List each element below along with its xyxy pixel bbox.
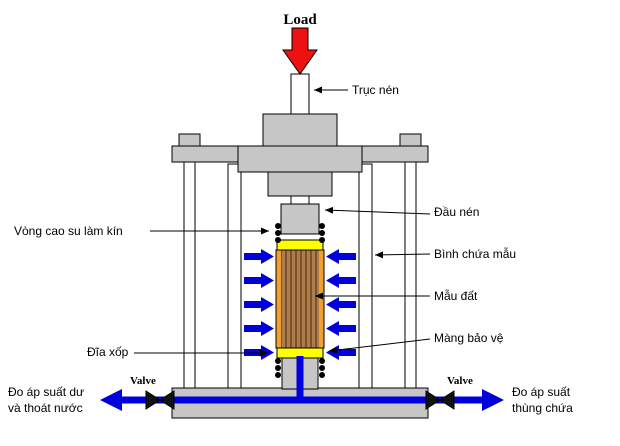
pressure-arrow-right-5	[326, 345, 356, 360]
pipe-arrow-right	[482, 389, 504, 411]
loading-cap	[280, 203, 320, 235]
cell-wall-right	[358, 163, 373, 391]
label-cell: Bình chứa mẫu	[434, 247, 517, 261]
soil-specimen	[281, 250, 319, 348]
pressure-arrow-right-1	[326, 249, 356, 264]
label-membrane: Màng bảo vệ	[434, 331, 504, 345]
label-loading-cap: Đầu nén	[434, 205, 480, 219]
valve-right-icon	[425, 390, 455, 410]
label-left-gauge-line2: và thoát nước	[8, 401, 83, 415]
tie-rod-nut-left	[178, 133, 201, 147]
pressure-arrow-left-2	[244, 273, 274, 288]
pipe-vertical	[296, 356, 304, 402]
pressure-arrow-right-3	[326, 297, 356, 312]
piston-bushing-lower	[267, 171, 333, 197]
leader-loading-cap	[324, 206, 431, 215]
pressure-arrow-left-4	[244, 321, 274, 336]
tie-rod-left	[183, 135, 196, 393]
pipe-horizontal	[118, 396, 486, 404]
pressure-arrow-right-4	[326, 321, 356, 336]
label-valve-right: Valve	[447, 375, 473, 387]
pipe-arrow-left	[100, 389, 122, 411]
label-piston: Trục nén	[352, 83, 399, 97]
label-left-gauge-line1: Đo áp suất dư	[8, 385, 85, 399]
label-right-gauge-line2: thùng chứa	[512, 401, 573, 415]
label-load: Load	[283, 12, 317, 28]
specimen-assembly	[275, 203, 325, 390]
label-o-ring: Vòng cao su làm kín	[14, 224, 123, 238]
label-porous-disc: Đĩa xốp	[87, 345, 129, 359]
load-arrow-icon	[282, 27, 318, 75]
pressure-arrow-left-3	[244, 297, 274, 312]
label-valve-left: Valve	[130, 375, 156, 387]
porous-disc-top	[276, 239, 324, 251]
label-soil-sample: Mẫu đất	[434, 289, 478, 303]
pressure-arrow-right-2	[326, 273, 356, 288]
label-right-gauge-line1: Đo áp suất	[512, 385, 571, 399]
tie-rod-nut-right	[399, 133, 422, 147]
cell-wall-left	[227, 163, 242, 391]
drainage-piping	[100, 356, 504, 411]
piston-bushing-upper	[262, 113, 338, 149]
leader-cell	[374, 251, 431, 259]
o-ring-dots	[275, 223, 325, 378]
pressure-arrow-left-1	[244, 249, 274, 264]
leader-membrane	[328, 338, 431, 354]
leader-lines	[134, 86, 431, 357]
valve-left-icon	[145, 390, 175, 410]
piston-bushing-middle	[237, 145, 363, 173]
tie-rod-right	[404, 135, 417, 393]
